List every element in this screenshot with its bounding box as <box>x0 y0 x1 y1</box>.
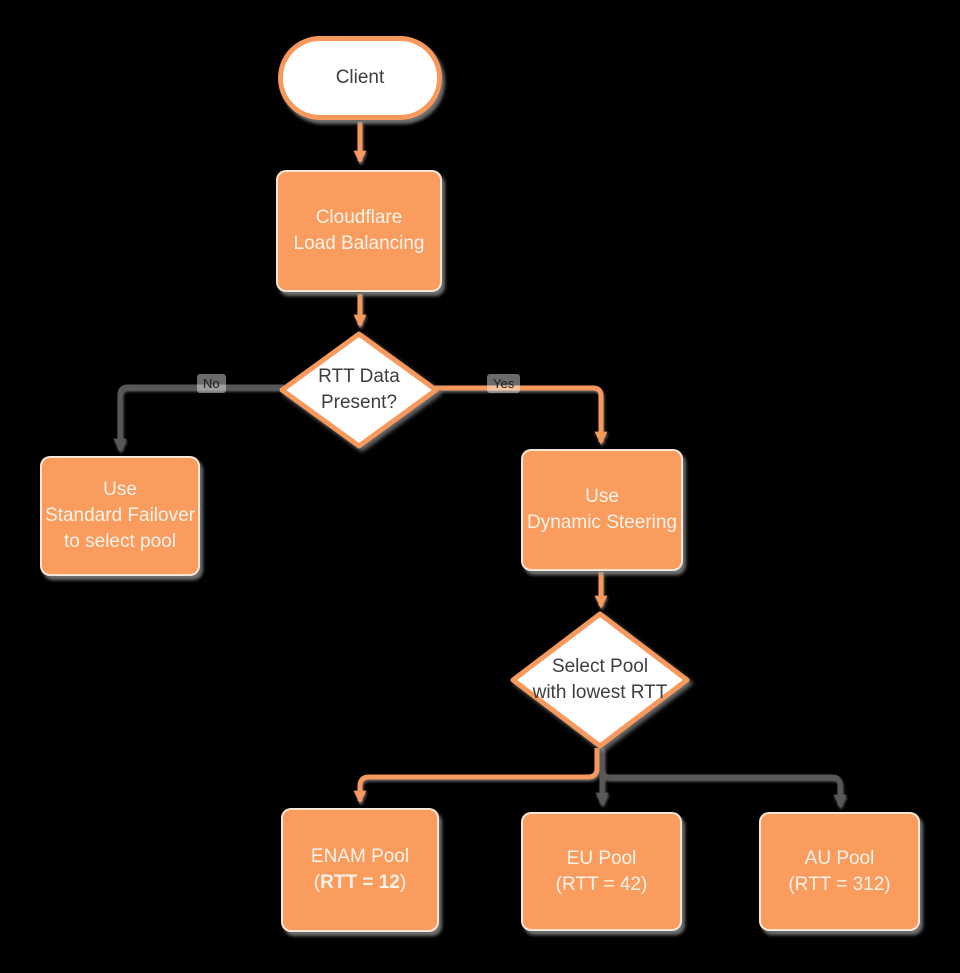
node-au-pool: AU Pool (RTT = 312) <box>759 812 920 931</box>
node-cloudflare-load-balancing: Cloudflare Load Balancing <box>276 170 442 292</box>
node-enam-pool: ENAM Pool (RTT = 12) <box>281 808 439 932</box>
node-select-pool-lowest-rtt: Select Pool with lowest RTT <box>510 611 690 749</box>
eu-pool-name: EU Pool <box>566 847 637 869</box>
enam-pool-rtt: (RTT = 12) <box>314 870 406 896</box>
rtt-line2: Present? <box>320 392 398 413</box>
node-cloudflare-line2: Load Balancing <box>293 233 425 254</box>
au-pool-name: AU Pool <box>804 847 875 869</box>
edge-label-no: No <box>197 374 226 393</box>
steering-line1: Use <box>585 486 619 507</box>
edge-no-to-standard-failover <box>113 384 284 452</box>
diamond-outline <box>279 331 439 449</box>
node-use-dynamic-steering: Use Dynamic Steering <box>521 449 683 571</box>
rtt-line1: RTT Data <box>318 366 400 387</box>
diamond-shape <box>279 331 439 449</box>
enam-rtt-value: RTT = 12 <box>320 872 400 893</box>
select-pool-line1: Select Pool <box>551 656 649 677</box>
select-pool-line2: with lowest RTT <box>532 682 668 703</box>
edge-label-yes: Yes <box>487 374 521 393</box>
node-client-label: Client <box>335 67 385 88</box>
enam-rtt-open: ( <box>313 872 321 893</box>
edge-select-pool-to-enam-pool <box>353 748 600 804</box>
steering-line2: Dynamic Steering <box>527 512 677 533</box>
eu-pool-rtt: (RTT = 42) <box>555 873 648 895</box>
node-eu-pool: EU Pool (RTT = 42) <box>521 812 682 931</box>
failover-line3: to select pool <box>64 531 176 552</box>
node-select-pool-label: Select Pool with lowest RTT <box>510 611 690 749</box>
node-rtt-data-present-label: RTT Data Present? <box>279 331 439 449</box>
node-cloudflare-line1: Cloudflare <box>315 207 403 228</box>
au-pool-rtt: (RTT = 312) <box>788 873 891 895</box>
node-use-standard-failover: Use Standard Failover to select pool <box>40 456 200 576</box>
diamond-outline <box>510 611 690 749</box>
edge-select-pool-to-au-pool <box>599 748 847 808</box>
enam-rtt-close: ) <box>399 872 407 893</box>
node-rtt-data-present: RTT Data Present? <box>279 331 439 449</box>
diamond-shape <box>510 611 690 749</box>
enam-pool-name: ENAM Pool <box>310 846 410 867</box>
failover-line2: Standard Failover <box>45 505 195 526</box>
node-client: Client <box>278 36 442 120</box>
edge-yes-to-dynamic-steering <box>434 385 608 445</box>
failover-line1: Use <box>103 479 137 500</box>
